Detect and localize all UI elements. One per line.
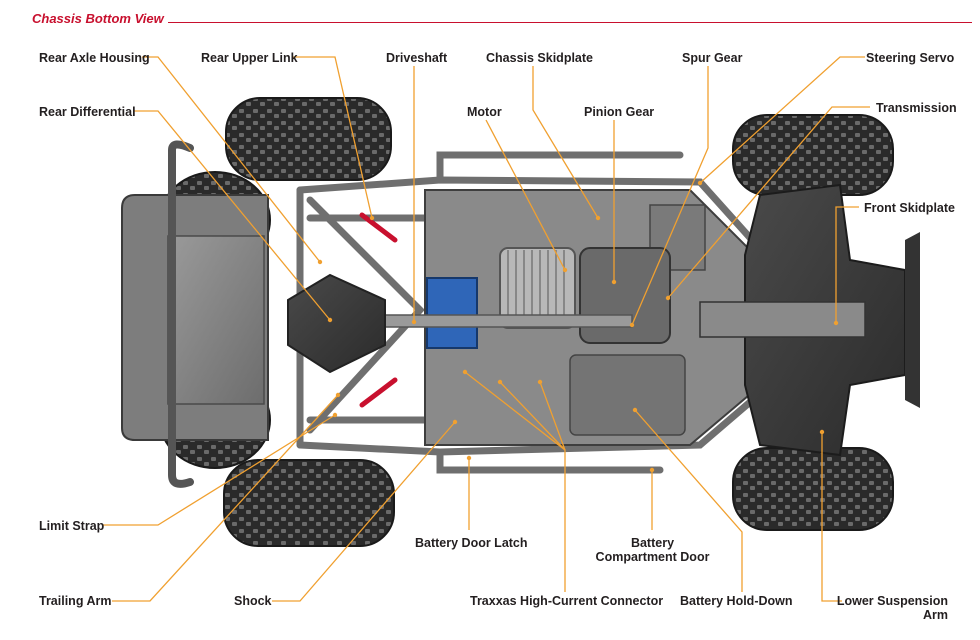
leader-dots [317,180,839,473]
title-rule [168,22,972,23]
battery-pack [426,277,478,349]
rear-shocks [359,212,398,408]
label-battery-compartment-door-line2: Compartment Door [595,550,710,564]
label-motor: Motor [467,105,502,119]
tire-front-lower [732,447,894,531]
leader-lines [103,56,870,602]
label-pinion-gear: Pinion Gear [584,105,655,119]
driveshaft-bar [351,314,633,328]
front-skidplate [699,183,920,457]
tire-rear-lower [223,459,395,547]
transmission-housing [579,247,671,344]
label-traxxas-high-current-connector: Traxxas High-Current Connector [470,594,664,608]
label-driveshaft: Driveshaft [386,51,448,65]
label-lower-suspension-arm-line2: Arm [922,608,948,622]
tire-front-upper [732,114,894,196]
motor-can [499,247,576,329]
label-lower-suspension-arm: Lower Suspension Arm [835,594,948,622]
rear-bumper [121,140,269,488]
label-front-skidplate: Front Skidplate [864,201,955,215]
label-rear-upper-link: Rear Upper Link [201,51,298,65]
label-limit-strap: Limit Strap [39,519,105,533]
label-battery-hold-down: Battery Hold-Down [680,594,793,608]
label-rear-axle-housing: Rear Axle Housing [39,51,150,65]
label-battery-compartment-door-line1: Battery [630,536,675,550]
label-chassis-skidplate: Chassis Skidplate [486,51,593,65]
label-spur-gear: Spur Gear [682,51,743,65]
label-steering-servo: Steering Servo [866,51,955,65]
label-lower-suspension-arm-line1: Lower Suspension [836,594,948,608]
label-shock: Shock [234,594,272,608]
label-rear-differential: Rear Differential [39,105,136,119]
diagram-title: Chassis Bottom View [32,11,164,26]
label-trailing-arm: Trailing Arm [39,594,112,608]
label-battery-door-latch: Battery Door Latch [415,536,528,550]
label-transmission: Transmission [876,101,957,115]
label-battery-compartment-door: Battery Compartment Door [590,536,715,564]
tire-rear-upper [225,97,392,181]
